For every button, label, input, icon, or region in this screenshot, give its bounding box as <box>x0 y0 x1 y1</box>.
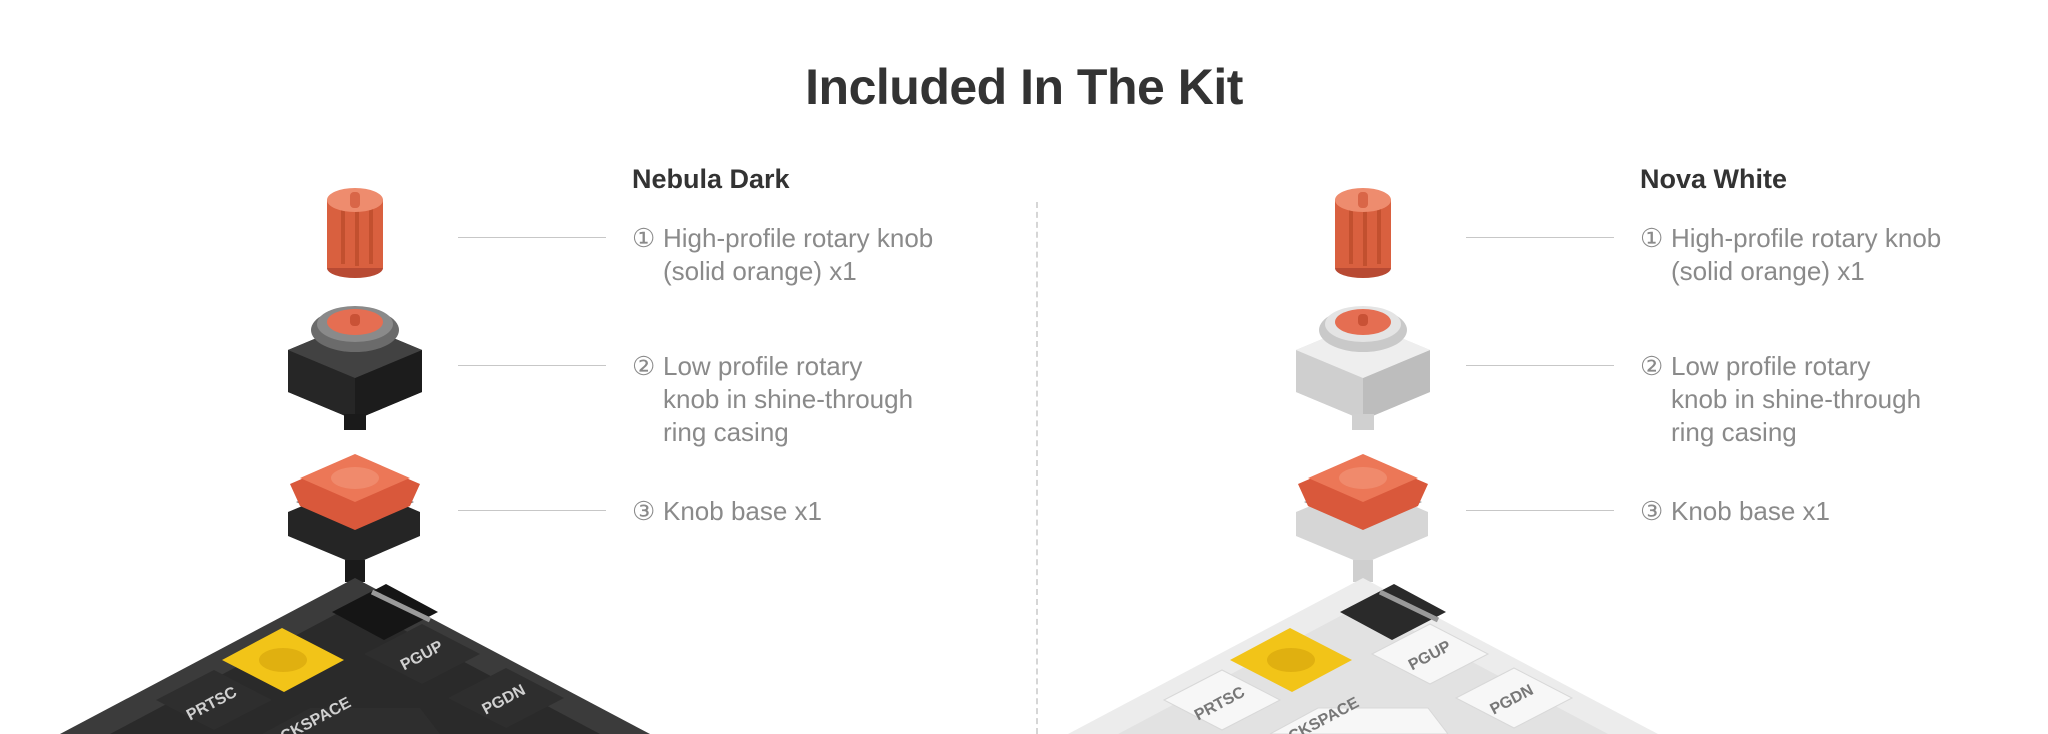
item-line: (solid orange) x1 <box>1671 256 1865 286</box>
high-profile-knob-illustration <box>1335 188 1391 278</box>
leader-line-2 <box>1466 365 1614 366</box>
variant-name: Nova White <box>1640 164 1788 194</box>
leader-line-3 <box>458 510 606 511</box>
item-line: knob in shine-through <box>663 384 914 414</box>
leader-line-1 <box>458 237 606 238</box>
item-line: Knob base x1 <box>663 496 823 526</box>
kit-item-1: ① High-profile rotary knob (solid orange… <box>632 222 933 288</box>
kit-item-3: ③ Knob base x1 <box>1640 495 1830 528</box>
item-number: ③ <box>1640 496 1664 526</box>
item-line: (solid orange) x1 <box>663 256 857 286</box>
item-number: ① <box>632 223 656 253</box>
nebula-dark-kit-illustration: PRTSC PGUP PGDN CKSPACE <box>60 188 650 734</box>
item-line: High-profile rotary knob <box>663 223 934 253</box>
item-line: ring casing <box>663 417 789 447</box>
kit-item-2: ② Low profile rotary knob in shine-throu… <box>1640 350 1921 449</box>
item-line: Knob base x1 <box>1671 496 1831 526</box>
low-profile-knob-illustration <box>1296 306 1430 430</box>
item-line: Low profile rotary <box>663 351 863 381</box>
item-line: High-profile rotary knob <box>1671 223 1942 253</box>
leader-line-3 <box>1466 510 1614 511</box>
knob-base-illustration <box>1296 454 1428 582</box>
nova-white-kit-illustration: PRTSC PGUP PGDN CKSPACE <box>1068 188 1658 734</box>
low-profile-knob-illustration <box>288 306 422 430</box>
item-line: ring casing <box>1671 417 1797 447</box>
item-line: knob in shine-through <box>1671 384 1922 414</box>
variant-name: Nebula Dark <box>632 164 790 194</box>
item-line: Low profile rotary <box>1671 351 1871 381</box>
item-number: ① <box>1640 223 1664 253</box>
leader-line-1 <box>1466 237 1614 238</box>
high-profile-knob-illustration <box>327 188 383 278</box>
page-title: Included In The Kit <box>805 59 1243 115</box>
leader-line-2 <box>458 365 606 366</box>
item-number: ② <box>1640 351 1664 381</box>
knob-base-illustration <box>288 454 420 582</box>
white-keyboard-illustration <box>1068 578 1658 734</box>
variant-panel-nova-white: PRTSC PGUP PGDN CKSPACE Nova White ① Hig… <box>1008 0 2028 734</box>
kit-item-1: ① High-profile rotary knob (solid orange… <box>1640 222 1941 288</box>
center-divider <box>1036 202 1038 734</box>
kit-item-3: ③ Knob base x1 <box>632 495 822 528</box>
dark-keyboard-illustration <box>60 578 650 734</box>
item-number: ② <box>632 351 656 381</box>
item-number: ③ <box>632 496 656 526</box>
kit-item-2: ② Low profile rotary knob in shine-throu… <box>632 350 913 449</box>
variant-panel-nebula-dark: PRTSC PGUP PGDN CKSPACE Nebula Dark ① Hi… <box>0 0 1020 734</box>
